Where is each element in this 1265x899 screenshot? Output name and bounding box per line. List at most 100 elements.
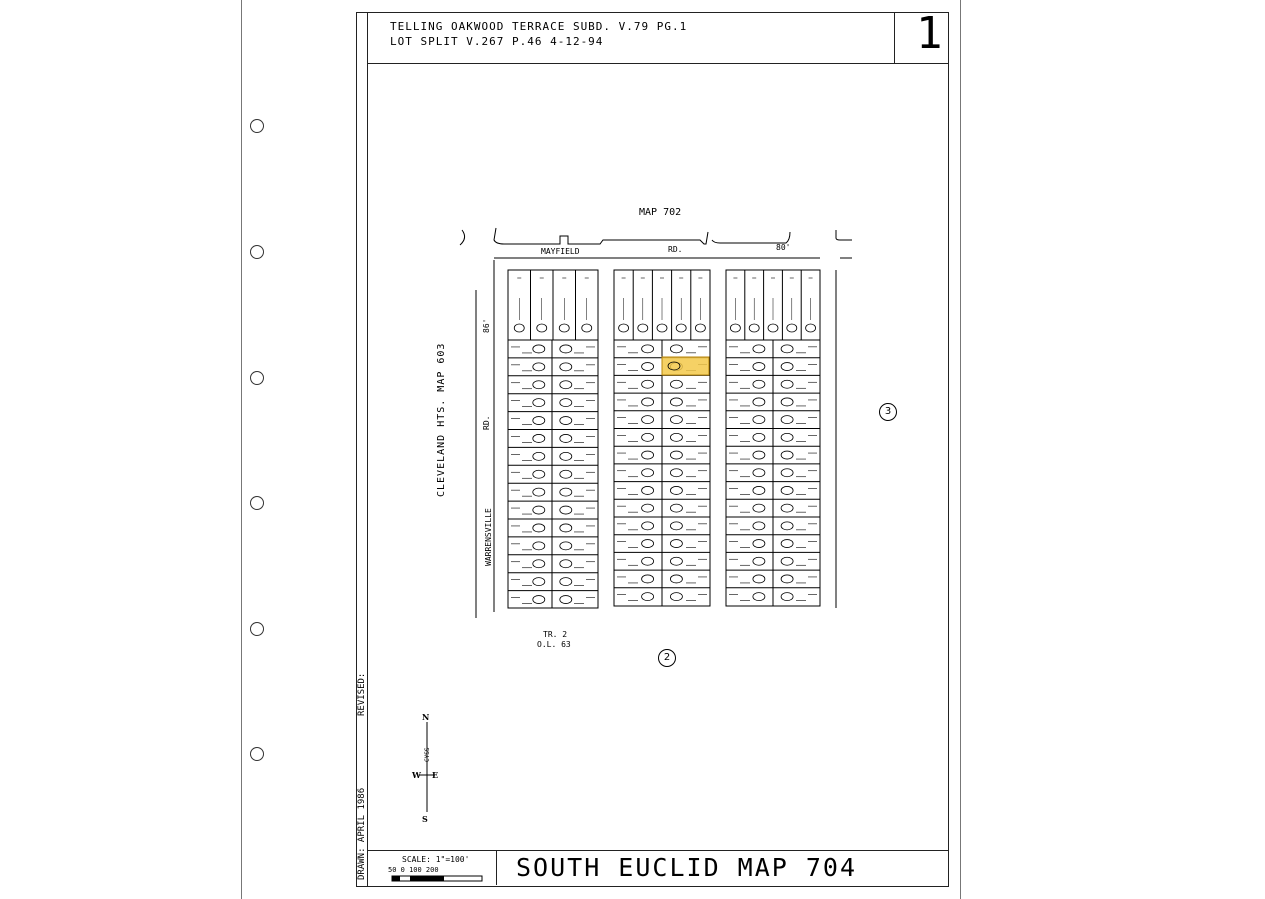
street-width: 80'	[776, 243, 791, 252]
parcel-marker	[641, 432, 654, 442]
footer-divider	[367, 850, 948, 851]
parcel-marker	[532, 595, 546, 604]
parcel-marker	[670, 415, 683, 425]
parcel-marker	[695, 323, 706, 333]
parcel-marker	[780, 415, 794, 425]
parcel-marker	[641, 556, 654, 566]
parcel-marker	[752, 415, 766, 425]
map-title: SOUTH EUCLID MAP 704	[516, 853, 858, 882]
revised-label: REVISED:	[357, 672, 367, 716]
parcel-marker	[670, 344, 683, 354]
parcel-marker	[641, 574, 654, 584]
highlighted-parcel	[661, 356, 710, 376]
parcel-marker	[670, 556, 683, 566]
footer-separator	[496, 850, 497, 885]
parcel-marker	[780, 450, 794, 460]
parcel-marker	[641, 503, 654, 513]
parcel-marker	[752, 432, 766, 442]
parcel-marker	[730, 323, 741, 333]
sheet-number: 1	[916, 8, 942, 59]
parcel-marker	[752, 486, 766, 495]
parcel-marker	[752, 468, 766, 478]
parcel-marker	[559, 362, 573, 372]
sheet-number-box	[894, 12, 948, 63]
parcel-marker	[536, 323, 548, 333]
curb-line	[711, 231, 791, 244]
parcel-marker	[780, 521, 794, 531]
parcel-marker	[532, 380, 546, 390]
parcel-marker	[752, 503, 766, 513]
street-suffix-left: RD.	[482, 415, 491, 430]
binder-hole	[250, 747, 264, 761]
parcel-marker	[641, 468, 654, 478]
title-divider	[367, 63, 948, 64]
parcel-marker	[532, 541, 546, 551]
parcel-marker	[670, 379, 683, 389]
parcel-marker	[752, 379, 766, 389]
parcel-marker	[752, 450, 766, 460]
parcel-marker	[780, 592, 794, 602]
parcel-marker	[559, 523, 573, 533]
parcel-marker	[670, 592, 683, 602]
parcel-marker	[641, 379, 654, 389]
parcel-marker	[780, 432, 794, 442]
parcel-marker	[670, 468, 683, 478]
compass-north: N	[422, 712, 430, 722]
street-width-left: 86'	[482, 318, 491, 333]
parcel-marker	[641, 592, 654, 602]
parcel-marker	[670, 450, 683, 460]
outlot-label: O.L. 63	[537, 640, 571, 649]
parcel-marker	[667, 361, 681, 371]
curb-line	[835, 230, 852, 241]
parcel-marker	[752, 521, 766, 531]
parcel-marker	[641, 486, 654, 495]
subdivision-note: TELLING OAKWOOD TERRACE SUBD. V.79 PG.1	[390, 20, 688, 33]
parcel-marker	[780, 397, 794, 407]
revision-strip	[356, 12, 367, 887]
parcel-marker	[670, 574, 683, 584]
parcel-marker	[780, 486, 794, 495]
parcel-marker	[559, 434, 573, 443]
parcel-marker	[752, 397, 766, 407]
compass-south: S	[422, 814, 428, 824]
drawn-date: DRAWN: APRIL 1986	[357, 787, 367, 880]
parcel-marker	[532, 559, 546, 569]
parcel-marker	[780, 362, 794, 371]
scale-ticks: 50 0 100 200	[388, 866, 439, 874]
street-name-warrensville: WARRENSVILLE	[484, 508, 493, 566]
street-suffix: RD.	[668, 245, 683, 254]
parcel-marker	[748, 323, 760, 333]
parcel-marker	[532, 469, 546, 479]
curb-line	[493, 227, 709, 245]
parcel-marker	[780, 379, 794, 389]
parcel-marker	[532, 523, 546, 533]
parcel-marker	[559, 344, 573, 354]
parcel-marker	[780, 468, 794, 478]
parcel-marker	[559, 398, 573, 408]
parcel-marker	[532, 344, 546, 354]
parcel-marker	[559, 559, 573, 569]
parcel-marker	[559, 595, 573, 604]
parcel-marker	[752, 592, 766, 602]
parcel-marker	[559, 487, 573, 497]
tract-label: TR. 2	[543, 630, 568, 639]
parcel-marker	[780, 556, 794, 566]
parcel-marker	[532, 434, 546, 443]
parcel-marker	[532, 362, 546, 372]
parcel-marker	[513, 323, 525, 333]
parcel-marker	[805, 323, 816, 333]
parcel-marker	[641, 450, 654, 460]
parcel-marker	[752, 556, 766, 566]
parcel-marker	[559, 469, 573, 479]
compass-mark: CYSS	[424, 747, 431, 762]
street-name-mayfield: MAYFIELD	[541, 247, 580, 256]
scale-bar	[410, 876, 444, 881]
parcel-marker	[675, 323, 687, 333]
parcel-marker	[641, 539, 654, 548]
adjacent-sheet-2: 2	[658, 649, 676, 667]
parcel-marker	[532, 451, 546, 461]
parcel-marker	[559, 380, 573, 390]
curb-line	[459, 229, 466, 246]
parcel-marker	[641, 521, 654, 531]
parcel-marker	[780, 539, 794, 548]
